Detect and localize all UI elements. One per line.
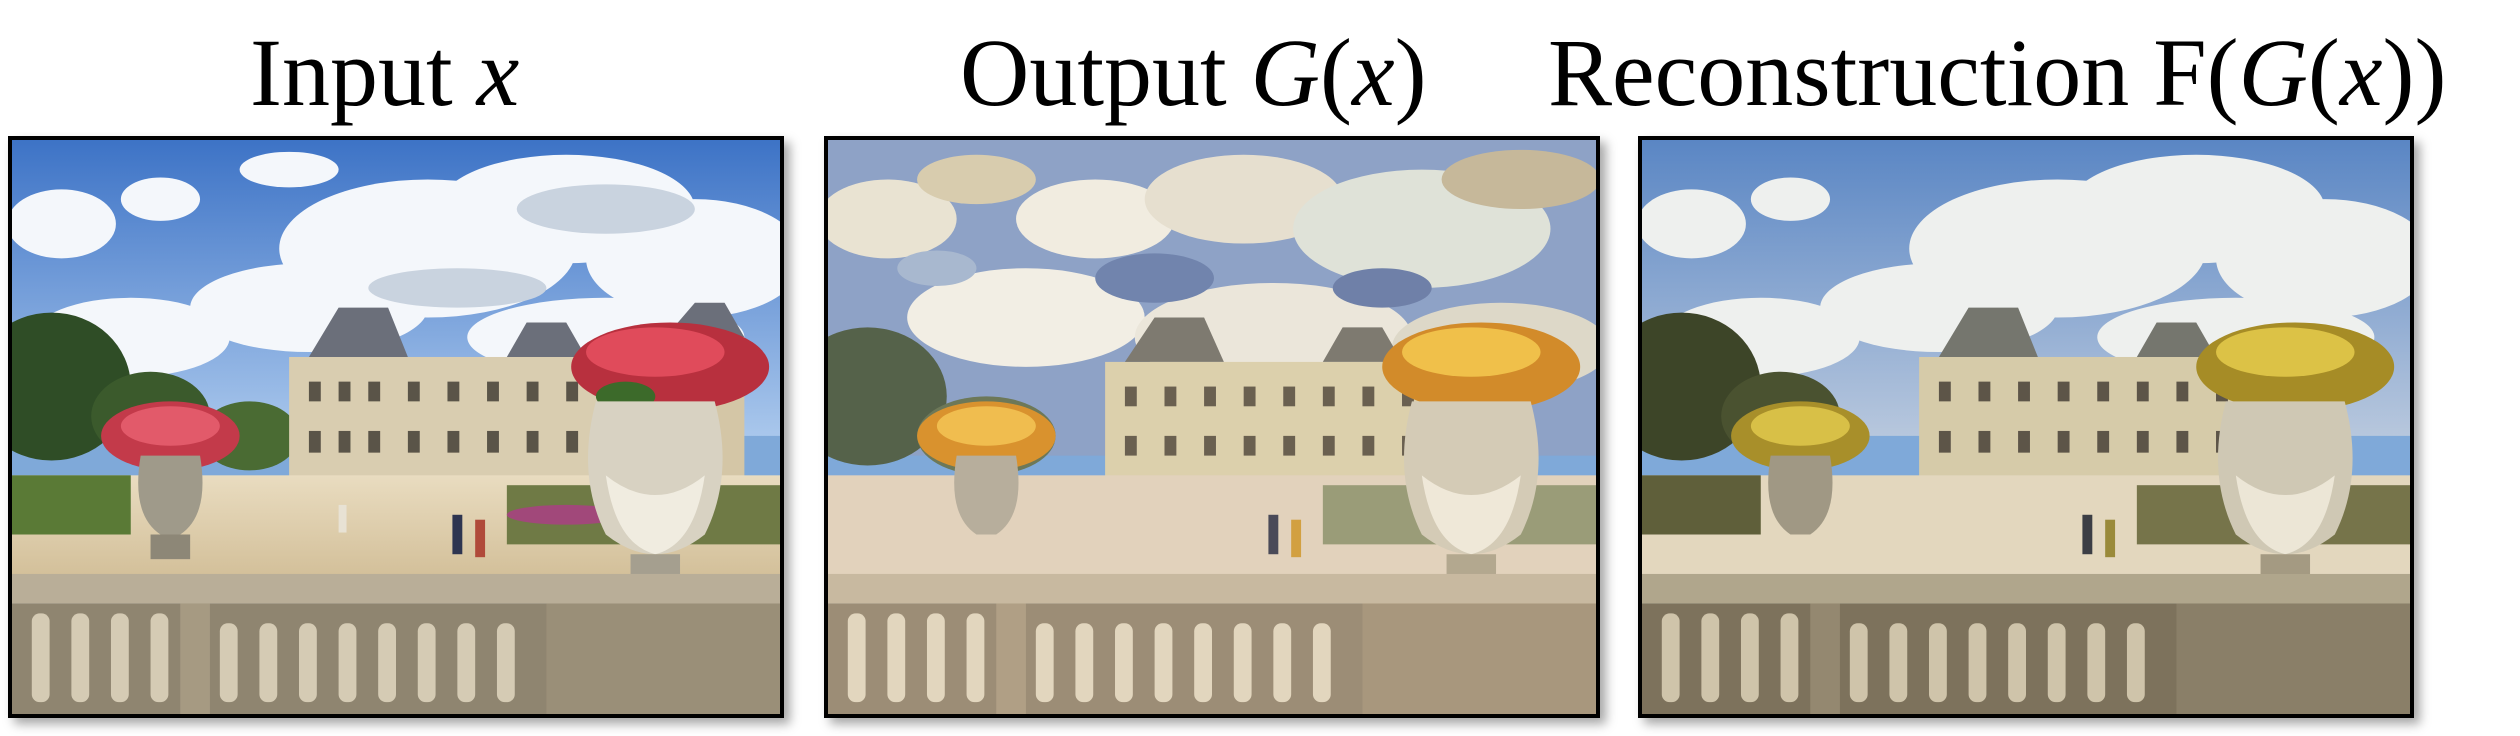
reconstruction-caption-paren-open: (: [2307, 19, 2340, 126]
recon-people: [2082, 514, 2116, 558]
painted-people: [1268, 514, 1302, 558]
reconstruction-caption: Reconstruction F(G(x)): [1548, 18, 2446, 128]
people: [338, 504, 486, 558]
cloud-shadows: [368, 184, 695, 308]
reconstruction-image: [1638, 136, 2414, 718]
recon-balustrade: [1642, 573, 2410, 714]
input-caption-text: Input: [250, 19, 477, 126]
recon-urn-right: [2196, 322, 2395, 594]
painted-balustrade: [828, 573, 1596, 714]
balustrade: [12, 573, 780, 714]
output-caption: Output G(x): [960, 18, 1427, 128]
output-caption-var-x: x: [1351, 19, 1395, 126]
output-caption-var-g: G: [1250, 19, 1320, 126]
reconstruction-caption-var-x: x: [2339, 19, 2383, 126]
reconstruction-caption-text: Reconstruction F(: [1548, 19, 2239, 126]
output-caption-text: Output: [960, 19, 1251, 126]
output-scene: [828, 140, 1596, 714]
reconstruction-caption-paren-close: )): [2382, 19, 2447, 126]
input-image: [8, 136, 784, 718]
urn-left: [101, 401, 240, 560]
output-image: [824, 136, 1600, 718]
painted-urn-right: [1382, 322, 1581, 594]
input-caption: Input x: [250, 18, 519, 128]
reconstruction-caption-var-g: G: [2238, 19, 2308, 126]
painted-urn-left: [917, 401, 1056, 535]
input-caption-var: x: [476, 19, 520, 126]
output-caption-paren-open: (: [1320, 19, 1352, 126]
input-scene: [12, 140, 780, 714]
recon-urn-left: [1731, 401, 1870, 535]
output-caption-paren-close: ): [1394, 19, 1427, 126]
reconstruction-scene: [1642, 140, 2410, 714]
